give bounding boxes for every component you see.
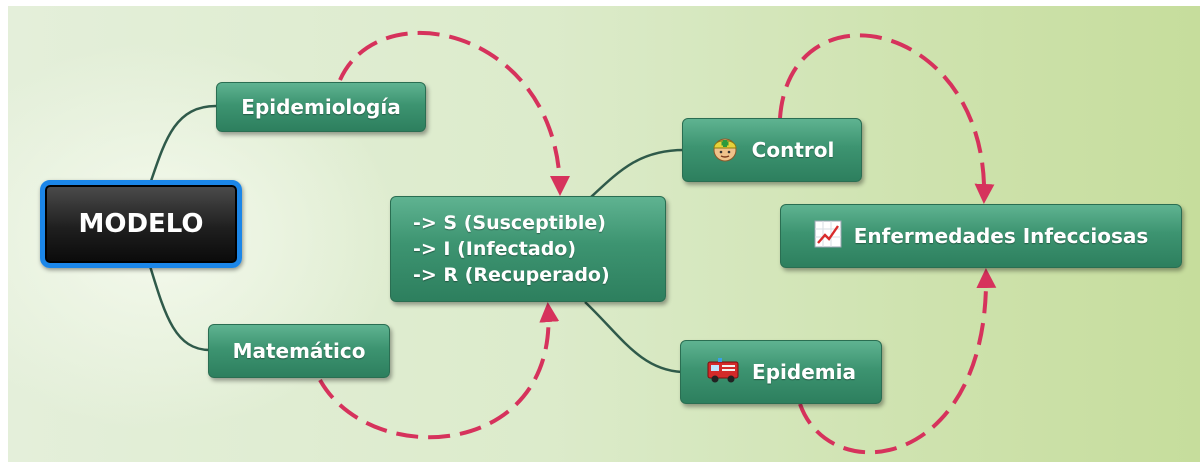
node-epidemiologia-label: Epidemiología — [241, 95, 401, 119]
sir-line-susceptible: -> S (Susceptible) — [413, 212, 606, 234]
node-matematico[interactable]: Matemático — [208, 324, 390, 378]
node-control[interactable]: Control — [682, 118, 862, 182]
node-epidemia[interactable]: Epidemia — [680, 340, 882, 404]
node-sir-model[interactable]: -> S (Susceptible) -> I (Infectado) -> R… — [390, 196, 666, 302]
sir-line-infectado: -> I (Infectado) — [413, 238, 577, 260]
branch-sir-control — [589, 148, 685, 199]
branch-sir-epidemia — [584, 301, 683, 374]
root-node-label: MODELO — [78, 209, 204, 239]
node-epidemia-label: Epidemia — [752, 360, 856, 384]
node-enfermedades-infecciosas[interactable]: Enfermedades Infecciosas — [780, 204, 1182, 268]
relation-control-enfermedades — [778, 33, 995, 204]
node-matematico-label: Matemático — [232, 339, 366, 363]
branch-modelo-matematico — [148, 265, 211, 352]
node-control-label: Control — [751, 138, 835, 162]
sir-line-recuperado: -> R (Recuperado) — [413, 264, 610, 286]
relation-matematico-sir — [318, 302, 560, 440]
health-worker-icon — [710, 133, 740, 168]
root-node-modelo[interactable]: MODELO — [40, 180, 242, 268]
chart-up-icon — [814, 220, 842, 253]
relation-epidemia-enfermedades — [798, 268, 997, 455]
node-epidemiologia[interactable]: Epidemiología — [216, 82, 426, 132]
relation-epidemiologia-sir — [338, 31, 570, 196]
node-enfermedades-label: Enfermedades Infecciosas — [853, 224, 1149, 248]
fire-truck-icon — [706, 356, 740, 389]
branch-modelo-epidemiologia — [148, 104, 217, 185]
